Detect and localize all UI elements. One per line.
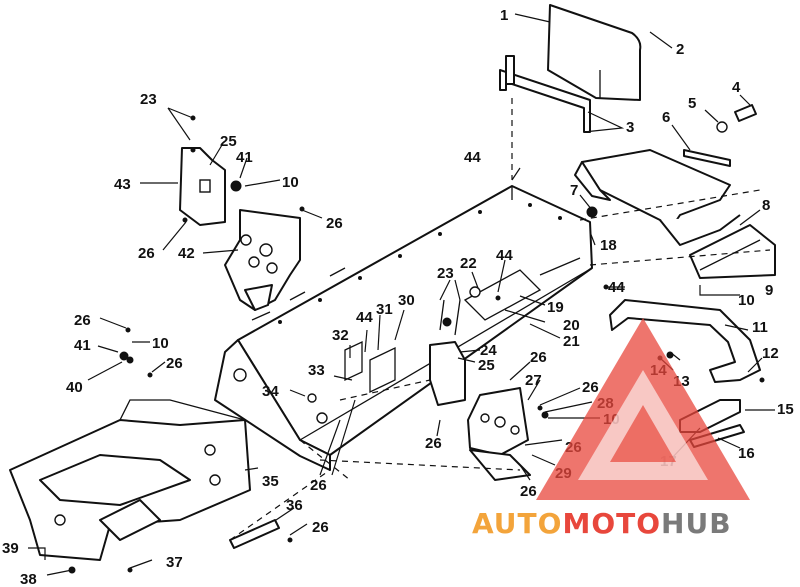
- watermark-text-hub: HUB: [661, 507, 732, 540]
- svg-text:AUTOMOTOHUB: AUTOMOTOHUB: [472, 507, 732, 540]
- callout-22: 22: [460, 255, 477, 272]
- callout-39: 39: [2, 540, 19, 557]
- callout-26-left-top: 26: [326, 215, 343, 232]
- callout-26-frame-bottom: 26: [310, 477, 327, 494]
- callout-32: 32: [332, 327, 349, 344]
- callout-26-footrest-top: 26: [74, 312, 91, 329]
- callout-36: 36: [286, 497, 303, 514]
- callout-11: 11: [752, 319, 768, 336]
- callout-44-tunnel: 44: [356, 309, 373, 326]
- callout-7: 7: [570, 182, 578, 199]
- callout-19: 19: [547, 299, 564, 316]
- watermark-text-moto: MOTO: [562, 507, 661, 540]
- callout-23-left: 23: [140, 91, 157, 108]
- callout-25-center: 25: [478, 357, 495, 374]
- callout-30: 30: [398, 292, 415, 309]
- callout-37: 37: [166, 554, 183, 571]
- callout-10-footrest: 10: [152, 335, 169, 352]
- callout-26-footrest-right: 26: [166, 355, 183, 372]
- callout-35: 35: [262, 473, 279, 490]
- callout-27: 27: [525, 372, 542, 389]
- callout-44-top: 44: [464, 149, 481, 166]
- callout-44-center: 44: [496, 247, 513, 264]
- callout-26-left-bottom: 26: [138, 245, 155, 262]
- callout-26-center-mid: 26: [582, 379, 599, 396]
- callout-18: 18: [600, 237, 617, 254]
- callout-26-strap: 26: [312, 519, 329, 536]
- callout-10-left-bracket: 10: [282, 174, 299, 191]
- callout-26-center-bottom: 26: [520, 483, 537, 500]
- main-frame-tunnel: [214, 185, 593, 471]
- callout-44-right: 44: [608, 279, 625, 296]
- callout-43: 43: [114, 176, 131, 193]
- callout-33: 33: [308, 362, 325, 379]
- callout-41-footrest: 41: [74, 337, 91, 354]
- bumper-rail: [609, 299, 761, 383]
- callout-15: 15: [777, 401, 794, 418]
- callout-6: 6: [662, 109, 670, 126]
- callout-31: 31: [376, 301, 393, 318]
- callout-21: 21: [563, 333, 580, 350]
- callout-24: 24: [480, 342, 497, 359]
- callout-12: 12: [762, 345, 779, 362]
- callout-5: 5: [688, 95, 696, 112]
- callout-38: 38: [20, 571, 37, 587]
- callout-3: 3: [626, 119, 634, 136]
- callout-41-left: 41: [236, 149, 253, 166]
- callout-9: 9: [765, 282, 773, 299]
- alignment-lines: [229, 98, 771, 541]
- left-bracket-assembly: [179, 147, 301, 311]
- watermark-text-auto: AUTO: [472, 507, 562, 540]
- bolt-and-washer: [683, 104, 757, 167]
- center-bracket: [429, 299, 531, 481]
- callout-4: 4: [732, 79, 741, 96]
- callout-26-center-low: 26: [425, 435, 442, 452]
- watermark-inner-triangle-icon: [610, 405, 676, 462]
- callout-16: 16: [738, 445, 755, 462]
- top-guard: [574, 149, 776, 279]
- callout-42: 42: [178, 245, 195, 262]
- callout-1: 1: [500, 7, 508, 24]
- callout-8: 8: [762, 197, 770, 214]
- callout-23-center: 23: [437, 265, 454, 282]
- callout-25-left: 25: [220, 133, 237, 150]
- callout-2: 2: [676, 41, 684, 58]
- callout-10-guard: 10: [738, 292, 755, 309]
- callout-26-center-top: 26: [530, 349, 547, 366]
- watermark-logo: AUTOMOTOHUB: [472, 318, 750, 540]
- rear-plate: [547, 4, 642, 101]
- front-footrest-frame: [9, 399, 280, 561]
- rear-bracket: [499, 55, 591, 133]
- callout-40: 40: [66, 379, 83, 396]
- leader-lines: [28, 13, 775, 576]
- callout-20: 20: [563, 317, 580, 334]
- callout-34: 34: [262, 383, 279, 400]
